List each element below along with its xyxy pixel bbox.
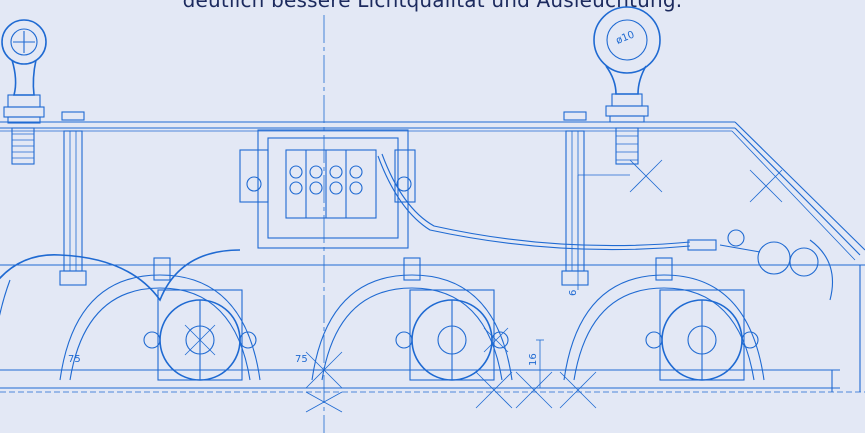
top-rail [0, 121, 865, 261]
base-rail [0, 264, 865, 393]
eye-bolt-left [1, 19, 47, 165]
terminal-block [239, 129, 691, 251]
eye-bolt-right: ø10 [593, 6, 661, 165]
post-height-label: 6 [568, 290, 579, 296]
post-right: 6 [561, 111, 630, 296]
construction-marks [305, 159, 783, 413]
post-left [59, 111, 87, 286]
spacing-left-label: 75 [68, 354, 81, 365]
caption-text: deutlich bessere Lichtqualität und Ausle… [182, 0, 683, 12]
lamp-holder-3 [645, 257, 759, 381]
lamp-holder-2 [395, 257, 509, 381]
lamp-offset-label: 16 [528, 353, 539, 366]
spacing-center-label: 75 [295, 354, 308, 365]
reflector-arches [0, 249, 765, 381]
eye-bolt-diameter-label: ø10 [615, 29, 637, 46]
lamp-holder-1 [143, 257, 257, 381]
cable-clamp [687, 229, 834, 301]
